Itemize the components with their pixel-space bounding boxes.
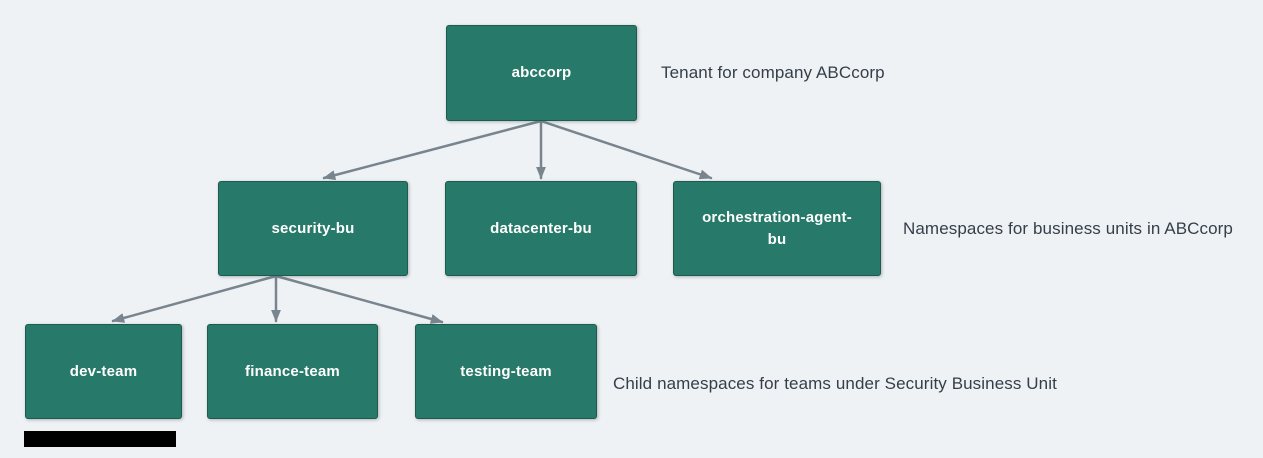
node-testing-team: testing-team (415, 324, 597, 419)
node-security-bu-label: security-bu (271, 219, 355, 237)
node-datacenter-bu-label: datacenter-bu (490, 219, 592, 237)
edge-security-bu-to-testing-team (274, 274, 444, 324)
annotation-business-units: Namespaces for business units in ABCcorp (903, 219, 1233, 238)
node-orchestration-agent-bu: orchestration-agent- bu (673, 181, 881, 276)
node-security-bu: security-bu (218, 181, 408, 276)
annotation-tenant: Tenant for company ABCcorp (661, 63, 885, 82)
redaction-bar (24, 431, 176, 447)
node-abccorp: abccorp (446, 25, 637, 121)
node-abccorp-label: abccorp (511, 64, 572, 82)
annotation-child-namespaces: Child namespaces for teams under Securit… (613, 374, 1057, 393)
node-dev-team: dev-team (25, 324, 182, 419)
node-testing-team-label: testing-team (460, 362, 552, 380)
node-finance-team: finance-team (207, 324, 378, 419)
node-finance-team-label: finance-team (245, 362, 340, 380)
edge-security-bu-to-dev-team (111, 274, 278, 323)
edge-abccorp-to-orchestration-agent-bu (539, 119, 713, 180)
edge-abccorp-to-security-bu (322, 119, 543, 180)
node-datacenter-bu: datacenter-bu (445, 181, 637, 276)
node-orchestration-agent-bu-label: orchestration-agent- bu (702, 208, 852, 248)
node-dev-team-label: dev-team (69, 362, 138, 380)
